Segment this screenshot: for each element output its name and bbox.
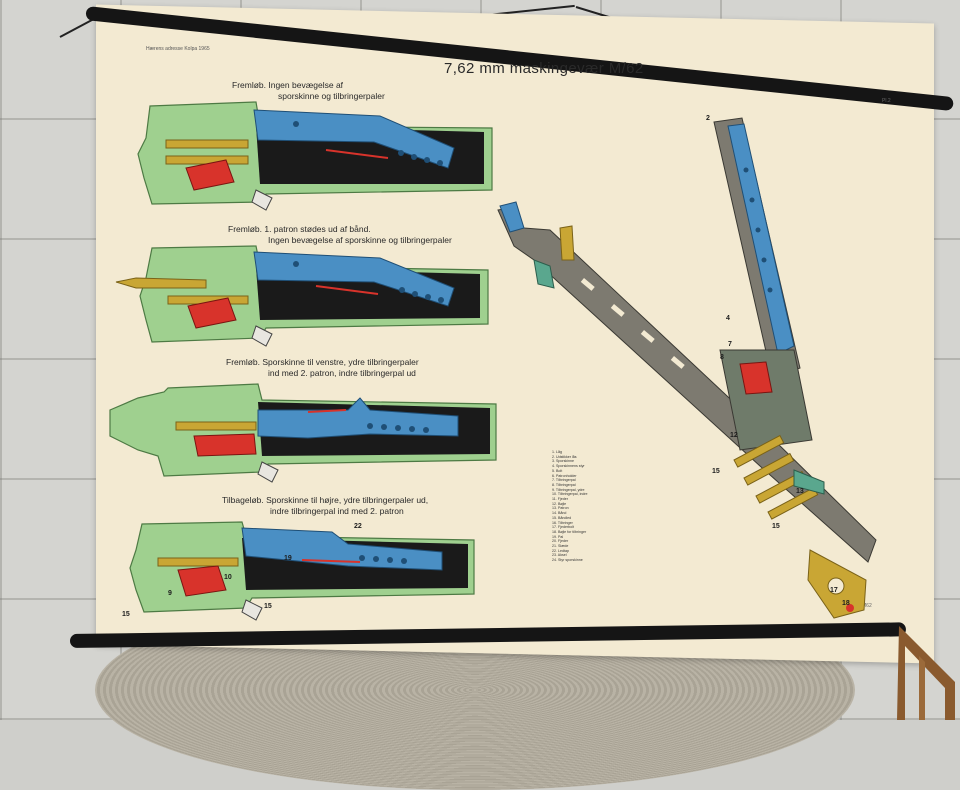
panel-1-caption-line2: sporskinne og tilbringerpaler [278, 91, 385, 101]
panel-4-label-15-left: 15 [122, 611, 130, 618]
legend-item: 12. Bøjle [552, 501, 567, 506]
machine-gun-assembly-diagram [497, 117, 877, 619]
panel-2-caption: Fremløb. 1. patron stødes ud af bånd. In… [228, 224, 452, 246]
diagram-label-15-left: 15 [712, 468, 720, 475]
sheet-number: Pl.2 [882, 98, 891, 104]
mechanism-panel-3 [109, 383, 497, 483]
publisher-note: Hærens adresse Kolpa 1965 [146, 46, 210, 52]
mechanism-panel-4 [129, 521, 475, 621]
legend-item: 15. Båndled [552, 515, 572, 520]
legend-item: 14. Bånd [552, 511, 567, 516]
panel-1-caption: Fremløb. Ingen bevægelse af sporskinne o… [232, 80, 385, 102]
legend-item: 3. Sporskinne [552, 459, 574, 464]
mechanism-panel-2 [115, 245, 489, 347]
diagram-label-7: 7 [728, 341, 732, 348]
panel-4-label-19: 19 [284, 555, 292, 562]
diagram-label-12: 12 [730, 432, 738, 439]
legend-item: 19. Pal [552, 534, 564, 539]
diagram-label-4: 4 [726, 315, 730, 322]
legend-item: 17. Fjederbolt [552, 525, 574, 530]
legend-item: 1. Låg [552, 450, 562, 454]
panel-4-label-10: 10 [224, 574, 232, 581]
panel-1-caption-line1: Fremløb. Ingen bevægelse af [232, 80, 344, 90]
panel-3-caption: Fremløb. Sporskinne til venstre, ydre ti… [226, 357, 419, 379]
legend-item: 18. Bøjle for tilbringer [552, 529, 587, 534]
panel-4-caption: Tilbageløb. Sporskinne til højre, ydre t… [222, 495, 428, 517]
legend-item: 20. Fjeder [552, 539, 569, 544]
panel-2-caption-line2: Ingen bevægelse af sporskinne og tilbrin… [268, 235, 452, 245]
legend-item: 22. Ledtap [552, 548, 569, 553]
legend-item: 6. Patronholder [552, 473, 577, 478]
panel-2-caption-line1: Fremløb. 1. patron stødes ud af bånd. [228, 224, 371, 234]
legend-item: 7. Tilbringerpal [552, 478, 576, 483]
chair-frame [897, 626, 955, 720]
panel-3-caption-line2: ind med 2. patron, indre tilbringerpal u… [268, 368, 416, 378]
legend-item: 10. Tilbringerpal, indre [552, 492, 588, 497]
diagram-label-18: 18 [842, 600, 850, 607]
legend-item: 11. Fjeder [552, 497, 568, 502]
legend-item: 9. Tilbringerpal, ydre [552, 487, 585, 492]
diagram-label-2: 2 [706, 115, 710, 122]
panel-4-label-9: 9 [168, 590, 172, 597]
diagram-label-15-right: 15 [772, 523, 780, 530]
legend-item: 24. Styr sporskinne [552, 558, 583, 563]
legend-item: 8. Tilbringerpal [552, 482, 576, 487]
diagram-label-13: 13 [796, 488, 804, 495]
diagram-label-8: 8 [720, 354, 724, 361]
panel-3-caption-line1: Fremløb. Sporskinne til venstre, ydre ti… [226, 357, 419, 367]
panel-4-caption-line2: indre tilbringerpal ind med 2. patron [270, 506, 404, 516]
legend-item: 2. Udstikker lås [552, 454, 577, 459]
footer-code: M62 [862, 603, 872, 609]
diagram-label-17: 17 [830, 587, 838, 594]
panel-4-caption-line1: Tilbageløb. Sporskinne til højre, ydre t… [222, 495, 429, 505]
poster-title: 7,62 mm maskingevær M/62 [444, 60, 644, 77]
panel-4-label-22: 22 [354, 523, 362, 530]
panel-4-label-15-right: 15 [264, 603, 272, 610]
legend-item: 4. Sporskinnens styr [552, 464, 585, 469]
legend-item: 5. Bolt [552, 468, 563, 473]
legend-item: 13. Patron [552, 506, 569, 511]
legend-item: 21. Slæde [552, 544, 569, 549]
legend-item: 23. Aksel [552, 553, 567, 558]
legend-item: 16. Tilbringer [552, 520, 573, 525]
mechanism-panel-1 [137, 101, 493, 211]
